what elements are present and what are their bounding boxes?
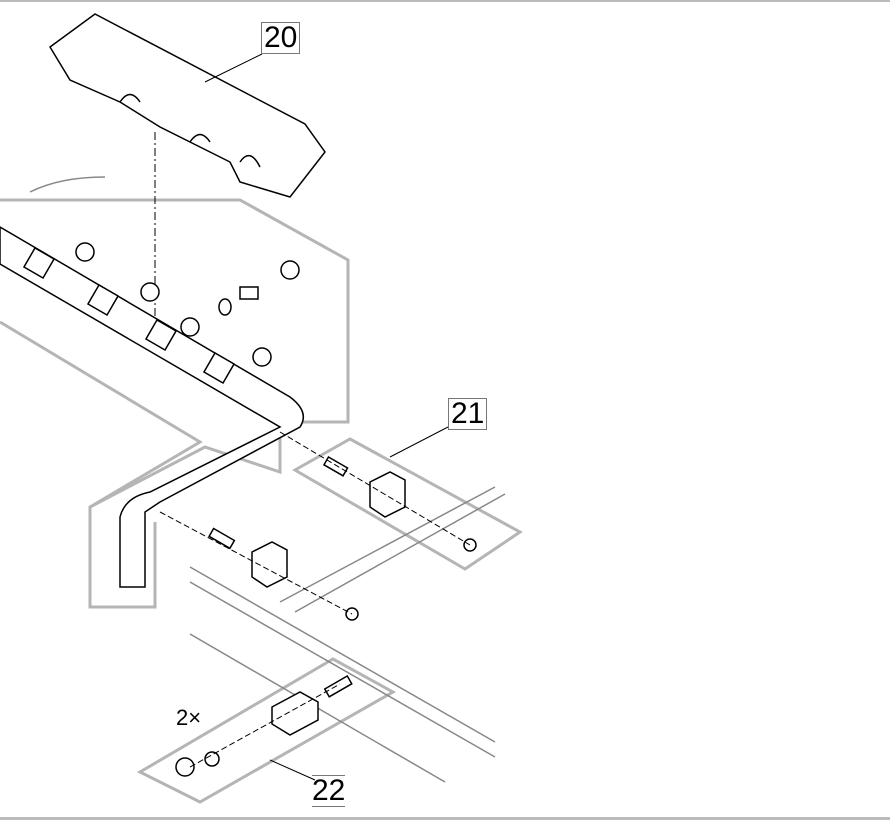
clamps: [175, 456, 477, 777]
assembly-frames: [0, 198, 523, 804]
manifold-20: [49, 13, 326, 198]
assembly-lines: [159, 431, 471, 768]
rails: [29, 176, 506, 783]
callout-20: 20: [261, 22, 301, 54]
nozzles: [75, 242, 300, 367]
quantity-label: 2×: [176, 705, 202, 730]
callout-21: 21: [448, 398, 488, 430]
leader-lines: [204, 53, 449, 781]
frame-21: [291, 437, 523, 571]
pipe: [0, 226, 305, 588]
pipe-frame: [0, 198, 350, 609]
callout-22: 22: [312, 774, 346, 807]
frame-22: [136, 657, 397, 804]
